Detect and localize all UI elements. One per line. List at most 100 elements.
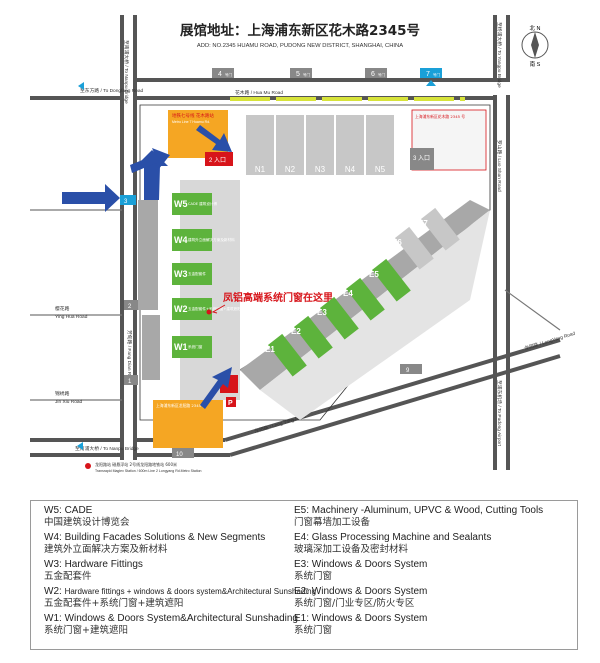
- hall-W1-code: W1: [174, 342, 188, 352]
- svg-text:Metro Line 7 Huamu Rd.: Metro Line 7 Huamu Rd.: [172, 120, 210, 124]
- hall-W3-label: 五金配套件: [188, 271, 206, 276]
- parking-icon: [226, 397, 236, 407]
- legend-W2: W2: Hardware fittings + windows & doors …: [44, 586, 317, 609]
- legend-W1: W1: Windows & Doors System&Architectural…: [44, 613, 298, 636]
- hall-N5-label: N5: [375, 165, 386, 174]
- arrow-south-icon: [200, 367, 232, 409]
- hall-E3-code: E3: [317, 308, 327, 317]
- road-label-yangpu: 至杨浦大桥 / To Yangpu Bridge: [496, 22, 503, 88]
- svg-text:10: 10: [176, 452, 183, 458]
- road-label-jinxiu-en: Jin Xiu Road: [55, 399, 83, 405]
- road-label-yinghua: 樱花路: [55, 305, 70, 312]
- svg-text:6: 6: [371, 71, 375, 78]
- metro-station-label-en: Transrapid Maglev Station / 600m Line 2 …: [95, 469, 202, 473]
- hall-W4-label: 建筑外立面解决方案及新材料: [188, 237, 235, 242]
- west-corridor: [138, 200, 158, 310]
- gate-4: 4 号门: [212, 68, 234, 78]
- hall-W5-code: W5: [174, 199, 188, 209]
- gate-1-side: [124, 375, 138, 385]
- address-title-en: ADD: NO.2345 HUAMU ROAD, PUDONG NEW DIST…: [197, 43, 403, 49]
- highlight-pointer-icon: [211, 304, 226, 314]
- svg-text:上海浦东新区花木路 2345 号: 上海浦东新区花木路 2345 号: [415, 114, 465, 119]
- hall-W5-label: CADE 建筑设计博: [188, 201, 218, 206]
- east-halls: [268, 207, 460, 377]
- svg-text:上海浦东新区龙阳路 2345 号: 上海浦东新区龙阳路 2345 号: [156, 403, 206, 408]
- bottom-info-box: 上海浦东新区龙阳路 2345 号: [153, 400, 223, 448]
- hall-W4-code: W4: [174, 235, 188, 245]
- venue-map: 展馆地址：上海浦东新区花木路2345号 ADD: NO.2345 HUAMU R…: [30, 15, 577, 473]
- road-label-airport: 至浦东机场 / To Pudong Airport: [496, 380, 503, 447]
- hall-N3-label: N3: [315, 165, 326, 174]
- hall-N1-label: N1: [255, 165, 266, 174]
- compass-south: 南 S: [530, 60, 541, 68]
- svg-text:地铁七号线 花木路站: 地铁七号线 花木路站: [172, 112, 214, 119]
- gate-2-side: [124, 300, 138, 310]
- north-halls: [246, 115, 394, 175]
- svg-text:4: 4: [218, 71, 222, 78]
- svg-text:号门: 号门: [378, 72, 386, 77]
- road-label-fangdian: 芳甸路 / Fang Dian Road: [126, 330, 133, 384]
- gate-7: 7 号门: [420, 68, 442, 86]
- metro-station-icon: [85, 463, 91, 469]
- hall-E6-code: E6: [392, 238, 402, 247]
- road-label-yinghua-en: Ying Hua Road: [55, 314, 88, 320]
- feng-lv-location-marker: [206, 309, 212, 315]
- highlight-label: 凤铝高端系统门窗在这里: [223, 291, 333, 304]
- west-hall-block: [180, 180, 240, 400]
- svg-text:号门: 号门: [303, 72, 311, 77]
- svg-text:3 入口: 3 入口: [413, 155, 430, 162]
- hall-N4-label: N4: [345, 165, 356, 174]
- entrance-3-marker: [410, 148, 434, 170]
- hall-W2-code: W2: [174, 304, 188, 314]
- svg-text:7: 7: [426, 71, 430, 78]
- road-label-dongfang: 至东方路 / To Dongfang Road: [80, 87, 144, 94]
- legend-E2: E2: Windows & Doors System 系统门窗/门业专区/防火专…: [294, 586, 428, 609]
- legend-E1: E1: Windows & Doors System 系统门窗: [294, 613, 428, 636]
- svg-text:号门: 号门: [225, 72, 232, 77]
- access-arrows: [62, 125, 232, 409]
- road-label-nanpu: 至南浦大桥 / To Nanpu Bridge: [123, 40, 130, 104]
- hall-W2-label: 五金配套件+系统门窗+建筑遮阳: [188, 306, 241, 311]
- road-label-luoshan: 罗山路 / Luo Shan Road: [496, 140, 503, 192]
- gate-3-side: [120, 195, 136, 205]
- road-label-huamu: 花木路 / Hua Mu Road: [235, 89, 283, 96]
- arrow-metro-icon: [196, 125, 232, 152]
- address-title-zh: 展馆地址：上海浦东新区花木路2345号: [180, 22, 420, 39]
- road-label-jinxiu: 锦绣路: [55, 390, 70, 397]
- gate-6: 6 号门: [365, 68, 387, 78]
- legend-E5: E5: Machinery -Aluminum, UPVC & Wood, Cu…: [294, 505, 544, 528]
- hall-E7-code: E7: [418, 219, 428, 228]
- arrow-ne-icon: [130, 148, 170, 173]
- gate-10: [172, 448, 194, 458]
- metro-info-box: 地铁七号线 花木路站 Metro Line 7 Huamu Rd.: [168, 110, 228, 158]
- road-label-longyang-right: 龙阳路 / LongYang Road: [524, 330, 577, 352]
- hall-N2-label: N2: [285, 165, 296, 174]
- legend-E3: E3: Windows & Doors System 系统门窗: [294, 559, 428, 582]
- hall-legend: W5: CADE 中国建筑设计博览会 W4: Building Facades …: [30, 500, 578, 650]
- svg-text:号门: 号门: [433, 72, 441, 77]
- compass-north: 北 N: [529, 24, 540, 32]
- entrance-2-marker: [205, 152, 233, 166]
- svg-text:2 入口: 2 入口: [209, 157, 226, 164]
- gate-9: [400, 364, 422, 374]
- svg-text:P: P: [228, 400, 233, 407]
- west-halls: [172, 193, 212, 358]
- svg-text:5: 5: [296, 71, 300, 78]
- compass-icon: 北 N 南 S: [521, 24, 549, 68]
- legend-W4: W4: Building Facades Solutions & New Seg…: [44, 532, 266, 555]
- hall-W3-code: W3: [174, 269, 188, 279]
- svg-text:9: 9: [406, 368, 410, 374]
- legend-W5: W5: CADE 中国建筑设计博览会: [44, 505, 130, 528]
- svg-text:2: 2: [128, 304, 132, 310]
- svg-text:3: 3: [124, 199, 128, 205]
- hall-E2-code: E2: [291, 327, 301, 336]
- road-label-nanpu-bottom: 至南浦大桥 / To Nanpu Bridge: [75, 445, 139, 452]
- svg-text:1: 1: [128, 379, 132, 385]
- direction-arrow-icon: [77, 82, 84, 450]
- arrow-west-icon: [62, 184, 120, 212]
- hall-E4-code: E4: [343, 289, 353, 298]
- hall-E1-code: E1: [265, 345, 275, 354]
- metro-station-label: 龙阳路站 磁悬浮站 2号线龙阳路地铁站 600米: [95, 461, 177, 467]
- legend-E4: E4: Glass Processing Machine and Sealant…: [294, 532, 492, 555]
- hall-E5-code: E5: [369, 270, 379, 279]
